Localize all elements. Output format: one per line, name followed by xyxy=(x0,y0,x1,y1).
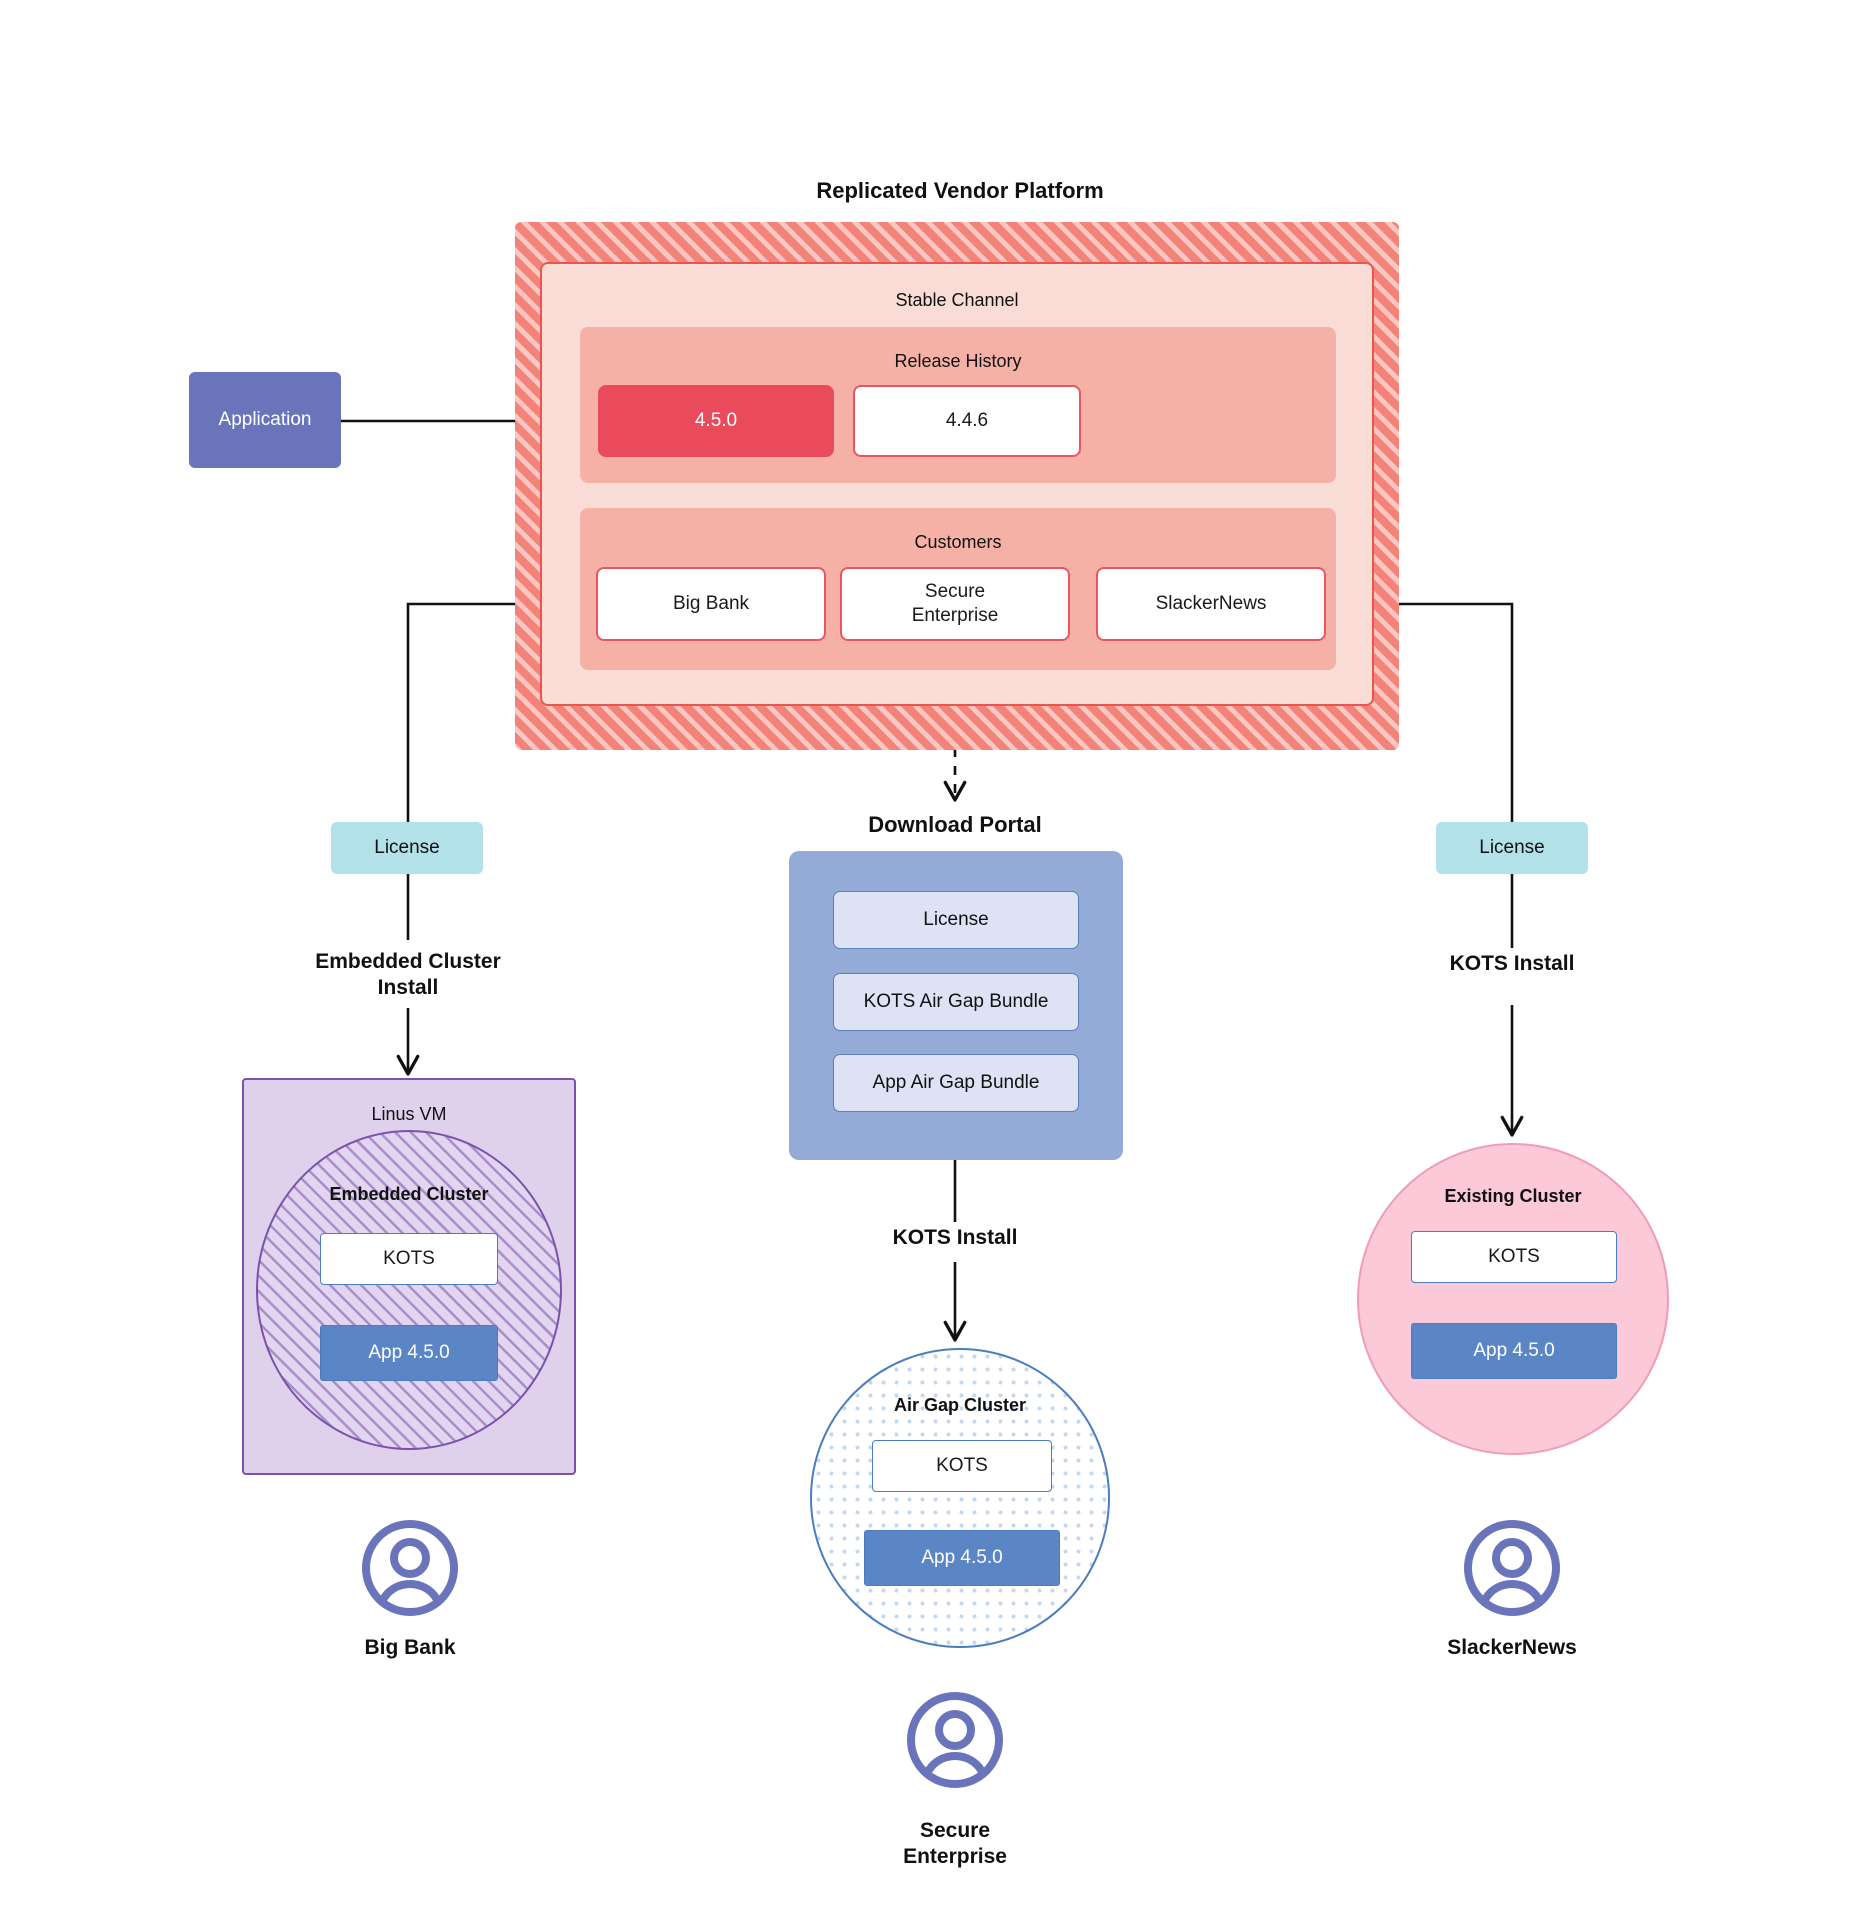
right-install-label: KOTS Install xyxy=(1449,951,1575,975)
right-license-node[interactable]: License xyxy=(1436,822,1588,874)
right-persona-label: SlackerNews xyxy=(1447,1635,1577,1659)
existing-cluster-label: Existing Cluster xyxy=(1444,1185,1582,1206)
release-item-previous[interactable]: 4.4.6 xyxy=(853,385,1081,457)
middle-kots-box[interactable]: KOTS xyxy=(872,1440,1052,1492)
right-app-box[interactable]: App 4.5.0 xyxy=(1411,1323,1617,1379)
middle-install-label: KOTS Install xyxy=(892,1225,1018,1249)
release-item-active[interactable]: 4.5.0 xyxy=(598,385,834,457)
user-avatar-icon xyxy=(905,1690,1005,1790)
right-kots-box[interactable]: KOTS xyxy=(1411,1231,1617,1283)
linux-vm-label: Linus VM xyxy=(371,1103,447,1124)
left-persona-label: Big Bank xyxy=(364,1635,456,1659)
airgap-cluster-label: Air Gap Cluster xyxy=(893,1394,1027,1415)
stable-channel-label: Stable Channel xyxy=(895,289,1019,310)
portal-item-app-airgap-bundle[interactable]: App Air Gap Bundle xyxy=(833,1054,1079,1112)
left-app-box[interactable]: App 4.5.0 xyxy=(320,1325,498,1381)
customer-slackernews[interactable]: SlackerNews xyxy=(1096,567,1326,641)
customer-secure-enterprise[interactable]: Secure Enterprise xyxy=(840,567,1070,641)
customers-label: Customers xyxy=(914,531,1002,552)
portal-item-license[interactable]: License xyxy=(833,891,1079,949)
existing-cluster-circle xyxy=(1357,1143,1669,1455)
embedded-cluster-circle xyxy=(256,1130,562,1450)
middle-persona-label: Secure Enterprise xyxy=(903,1818,1007,1868)
user-avatar-icon xyxy=(360,1518,460,1618)
download-portal-title: Download Portal xyxy=(868,812,1042,838)
page-title: Replicated Vendor Platform xyxy=(816,178,1104,204)
embedded-cluster-label: Embedded Cluster xyxy=(329,1183,489,1204)
application-node[interactable]: Application xyxy=(189,372,341,468)
left-kots-box[interactable]: KOTS xyxy=(320,1233,498,1285)
portal-item-kots-airgap-bundle[interactable]: KOTS Air Gap Bundle xyxy=(833,973,1079,1031)
middle-app-box[interactable]: App 4.5.0 xyxy=(864,1530,1060,1586)
airgap-cluster-circle xyxy=(810,1348,1110,1648)
left-license-node[interactable]: License xyxy=(331,822,483,874)
left-install-label: Embedded Cluster Install xyxy=(315,949,501,999)
release-history-label: Release History xyxy=(894,350,1022,371)
user-avatar-icon xyxy=(1462,1518,1562,1618)
customer-big-bank[interactable]: Big Bank xyxy=(596,567,826,641)
